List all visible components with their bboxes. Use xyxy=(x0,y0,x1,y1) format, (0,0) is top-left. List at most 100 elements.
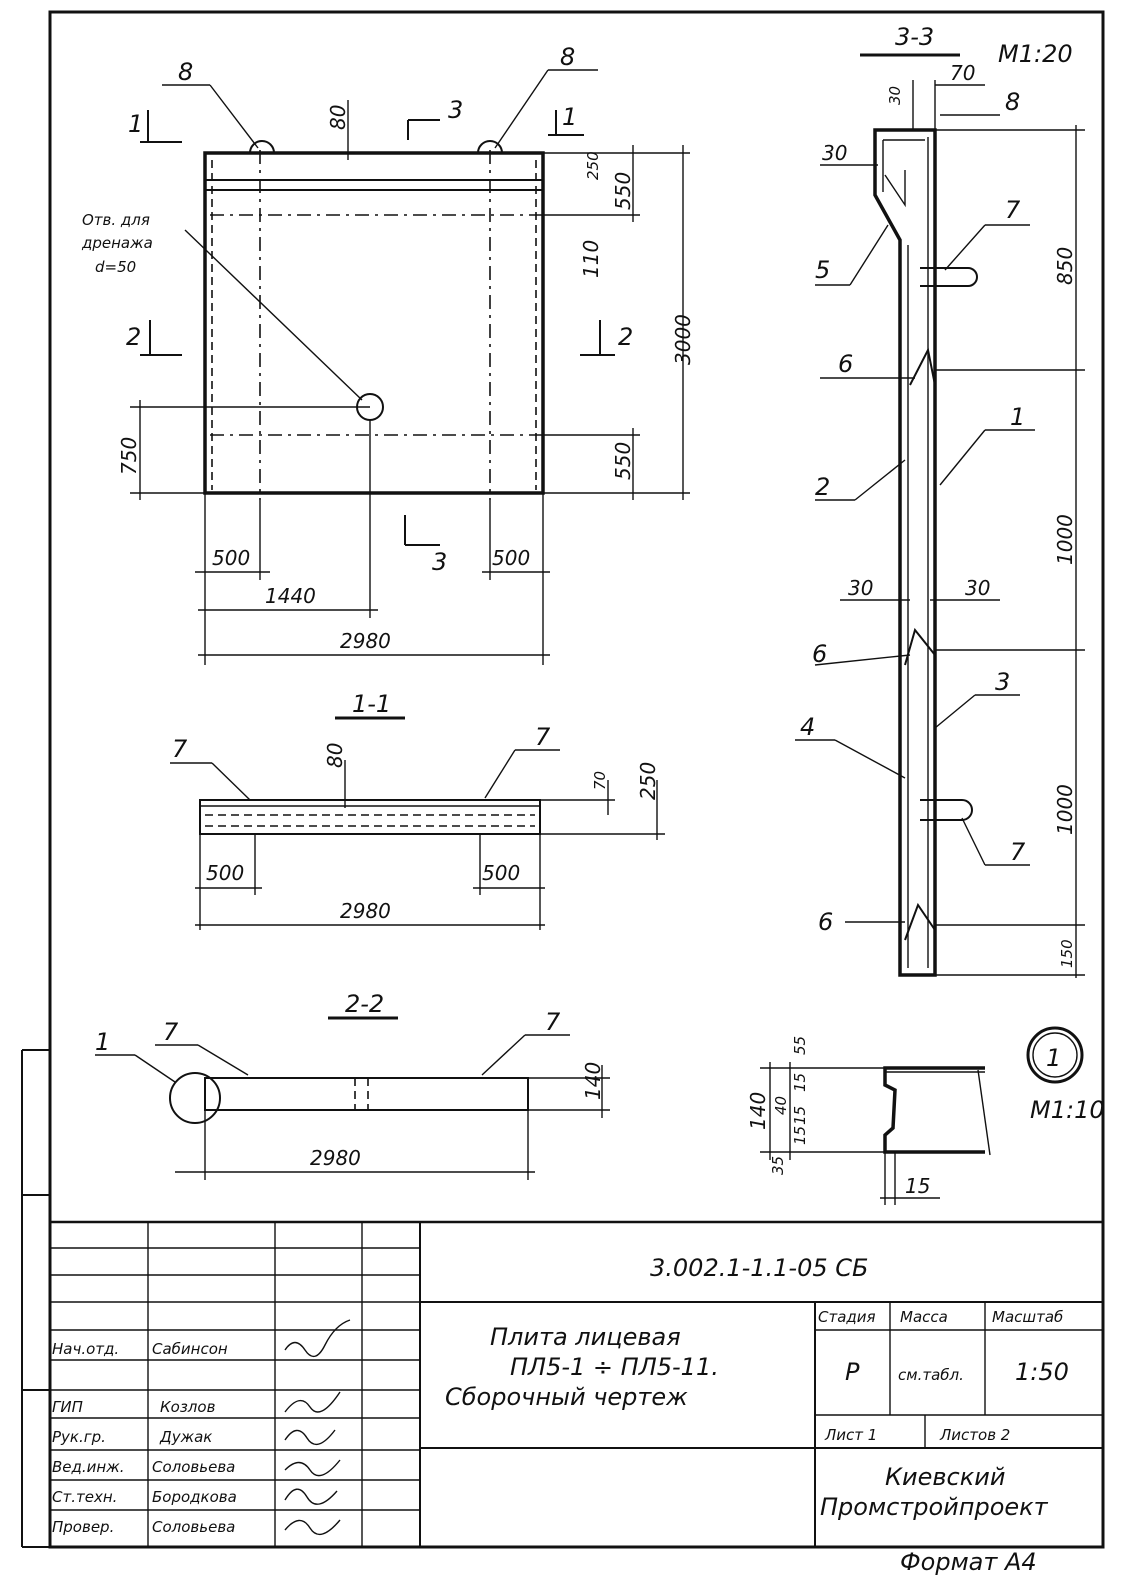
dim-2980-2-2: 2980 xyxy=(310,1146,361,1170)
sheets-total: Листов 2 xyxy=(939,1426,1010,1444)
title-line-1: Плита лицевая xyxy=(490,1323,681,1351)
section-2-2: 2-2 1 7 7 140 2980 xyxy=(95,990,610,1180)
dim-70-3-3: 70 xyxy=(950,61,975,85)
section-mark-1-right: 1 xyxy=(562,103,577,131)
stage-value: Р xyxy=(845,1358,860,1386)
dim-750: 750 xyxy=(117,437,141,475)
loop-7-top xyxy=(920,267,978,287)
staff-role-3: Вед.инж. xyxy=(52,1458,125,1476)
dim-40-detail: 40 xyxy=(772,1096,790,1115)
plan-view: Отв. для дренажа d=50 8 8 1 1 2 2 3 3 30… xyxy=(81,43,695,665)
signature-4 xyxy=(284,1488,338,1505)
dim-15b-detail: 15 xyxy=(791,1106,809,1125)
signature-1 xyxy=(284,1391,341,1413)
dim-1440: 1440 xyxy=(265,584,316,608)
staff-name-0: Сабинсон xyxy=(152,1340,228,1358)
scale-header: Масштаб xyxy=(992,1308,1063,1326)
section-mark-2-right: 2 xyxy=(618,323,633,351)
signature-2 xyxy=(284,1429,336,1446)
callout-7-bottom-3-3: 7 xyxy=(1010,838,1026,866)
dim-80-section: 80 xyxy=(323,743,347,768)
callout-1-3-3: 1 xyxy=(1010,403,1025,431)
signature-0 xyxy=(284,1319,351,1358)
callout-7-right-2-2: 7 xyxy=(545,1008,561,1036)
callout-2-3-3: 2 xyxy=(815,473,830,501)
detail-profile xyxy=(883,1066,985,1154)
dim-80-top: 80 xyxy=(326,105,350,130)
doc-code: 3.002.1-1.1-05 СБ xyxy=(650,1254,868,1282)
dim-2980-1-1: 2980 xyxy=(340,899,391,923)
section-1-1-title: 1-1 xyxy=(352,690,391,718)
callout-5-3-3: 5 xyxy=(815,256,830,284)
staff-name-3: Соловьева xyxy=(152,1458,235,1476)
lifting-loop-right xyxy=(477,140,503,154)
dim-140-2-2: 140 xyxy=(581,1062,605,1100)
staff-role-2: Рук.гр. xyxy=(52,1428,106,1446)
dim-30-right-3-3: 30 xyxy=(965,576,990,600)
staff-name-2: Дужак xyxy=(159,1428,212,1446)
callout-8-right: 8 xyxy=(560,43,575,71)
callout-8-left: 8 xyxy=(178,58,193,86)
mass-header: Масса xyxy=(900,1308,948,1326)
dim-500-left: 500 xyxy=(212,546,250,570)
dim-30-side-3-3: 30 xyxy=(822,141,847,165)
dim-150-3-3: 150 xyxy=(1058,939,1076,968)
stage-header: Стадия xyxy=(818,1308,876,1326)
signature-3 xyxy=(284,1459,341,1477)
callout-7-right-1-1: 7 xyxy=(535,723,551,751)
dim-30-left-3-3: 30 xyxy=(848,576,873,600)
drainage-note-1: Отв. для xyxy=(82,211,150,229)
detail-1-marker xyxy=(169,1072,221,1124)
dim-110: 110 xyxy=(579,240,603,278)
org-line-2: Промстройпроект xyxy=(820,1493,1049,1521)
section-2-2-body xyxy=(204,1077,529,1111)
detail-1: 1 М1:10 140 40 15 55 15 15 35 15 xyxy=(746,1026,1105,1205)
section-2-2-title: 2-2 xyxy=(345,990,384,1018)
dim-3000: 3000 xyxy=(671,314,695,365)
title-line-3: Сборочный чертеж xyxy=(445,1383,688,1411)
sheet-number: Лист 1 xyxy=(824,1426,877,1444)
section-1-1-body xyxy=(199,799,541,835)
dim-15-bottom-detail: 15 xyxy=(905,1174,930,1198)
section-3-3-title: 3-3 xyxy=(895,23,934,51)
dim-1000-a-3-3: 1000 xyxy=(1053,514,1077,565)
section-mark-3-top: 3 xyxy=(448,96,463,124)
dim-1000-b-3-3: 1000 xyxy=(1053,784,1077,835)
callout-3-3-3: 3 xyxy=(995,668,1010,696)
dim-500-left-1-1: 500 xyxy=(206,861,244,885)
loop-7-bottom xyxy=(920,799,973,821)
staff-role-4: Ст.техн. xyxy=(52,1488,117,1506)
dim-250: 250 xyxy=(584,151,602,180)
paper-format: Формат А4 xyxy=(900,1548,1037,1576)
callout-6-top-3-3: 6 xyxy=(838,350,853,378)
title-block: 3.002.1-1.1-05 СБ Плита лицевая ПЛ5-1 ÷ … xyxy=(48,1220,1105,1549)
mass-value: см.табл. xyxy=(898,1366,964,1384)
dim-15c-detail: 15 xyxy=(791,1126,809,1145)
scale-value: 1:50 xyxy=(1015,1358,1069,1386)
dim-2980-plan: 2980 xyxy=(340,629,391,653)
dim-55-detail: 55 xyxy=(791,1036,809,1055)
drainage-note-3: d=50 xyxy=(95,258,136,276)
staff-role-1: ГИП xyxy=(52,1398,83,1416)
dim-35-detail: 35 xyxy=(769,1156,787,1175)
title-line-2: ПЛ5-1 ÷ ПЛ5-11. xyxy=(510,1353,719,1381)
section-3-3: 3-3 М1:20 30 70 8 30 5 7 6 1 2 xyxy=(795,23,1085,978)
scale-main: М1:20 xyxy=(998,40,1073,68)
staff-name-4: Бородкова xyxy=(152,1488,237,1506)
scale-detail: М1:10 xyxy=(1030,1096,1105,1124)
plate-outline xyxy=(203,151,545,495)
section-3-3-profile xyxy=(873,128,937,977)
dim-500-right-1-1: 500 xyxy=(482,861,520,885)
callout-7-left-1-1: 7 xyxy=(172,735,188,763)
section-1-1: 1-1 7 7 80 70 250 500 500 2980 xyxy=(170,690,665,930)
detail-1-circle xyxy=(1026,1026,1084,1084)
detail-1-number: 1 xyxy=(1046,1044,1061,1072)
section-mark-1-left: 1 xyxy=(128,110,143,138)
lifting-loop-left xyxy=(249,140,275,154)
dim-15a-detail: 15 xyxy=(791,1073,809,1092)
staff-name-5: Соловьева xyxy=(152,1518,235,1536)
dim-550-top: 550 xyxy=(611,172,635,210)
section-mark-3-bottom: 3 xyxy=(432,548,447,576)
signature-5 xyxy=(284,1519,341,1536)
